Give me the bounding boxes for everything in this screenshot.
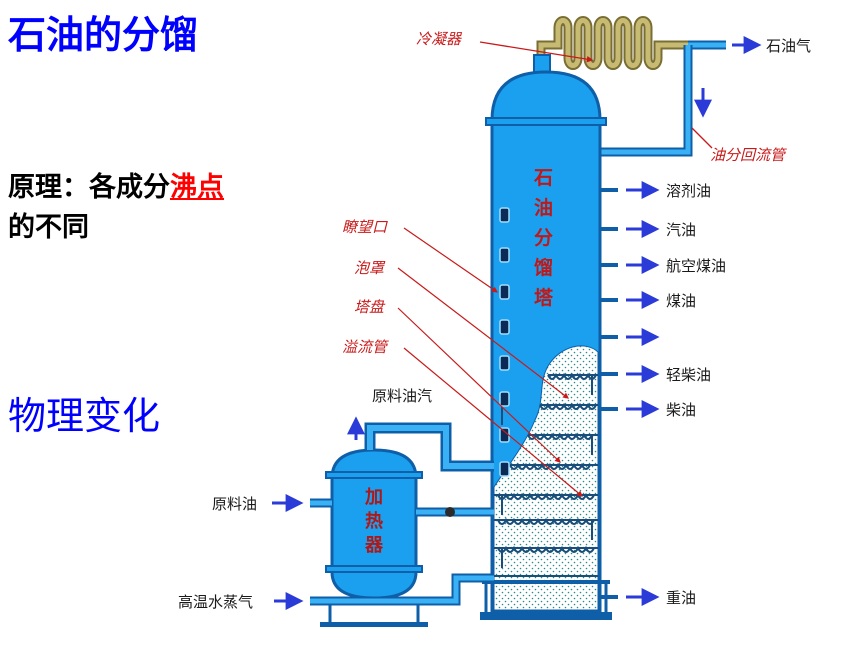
heater-char-2: 热 [365,510,383,532]
physical-change-label: 物理变化 [8,394,161,438]
steam-label: 高温水蒸气 [178,593,253,611]
condenser-label: 冷凝器 [416,30,463,48]
petroleum-gas-label: 石油气 [766,37,811,55]
callout-bubble-cap: 泡罩 [354,259,386,277]
crude-oil-label: 原料油 [212,495,257,513]
tower-char-1: 石 [533,167,553,189]
heater-char-1: 加 [364,487,383,508]
distillation-tower: 石 油 分 馏 塔 [485,70,607,614]
callout-tray: 塔盘 [354,298,386,316]
heater-char-3: 器 [364,535,384,556]
product-heavy-oil: 重油 [666,589,696,607]
product-solvent-oil: 溶剂油 [666,182,711,200]
principle-prefix: 原理：各成分 [8,172,170,203]
tower-char-5: 塔 [534,286,554,309]
tower-char-2: 油 [534,197,553,219]
tower-char-4: 馏 [534,257,553,279]
tower-char-3: 分 [534,227,553,249]
product-gasoline: 汽油 [666,221,696,239]
product-light-diesel: 轻柴油 [666,366,711,384]
product-kerosene: 煤油 [666,292,696,310]
product-jet-kerosene: 航空煤油 [666,257,726,275]
callout-sight-window: 瞭望口 [342,218,388,236]
principle-text: 原理：各成分沸点的不同 [8,168,338,248]
crude-vapor-label: 原料油汽 [372,387,432,405]
product-diesel: 柴油 [666,401,696,419]
principle-suffix: 的不同 [8,212,89,243]
slide-title: 石油的分馏 [8,13,199,57]
reflux-pipe-label: 油分回流管 [710,146,787,164]
callout-downcomer: 溢流管 [342,338,389,356]
boiling-point-highlight: 沸点 [170,172,224,203]
